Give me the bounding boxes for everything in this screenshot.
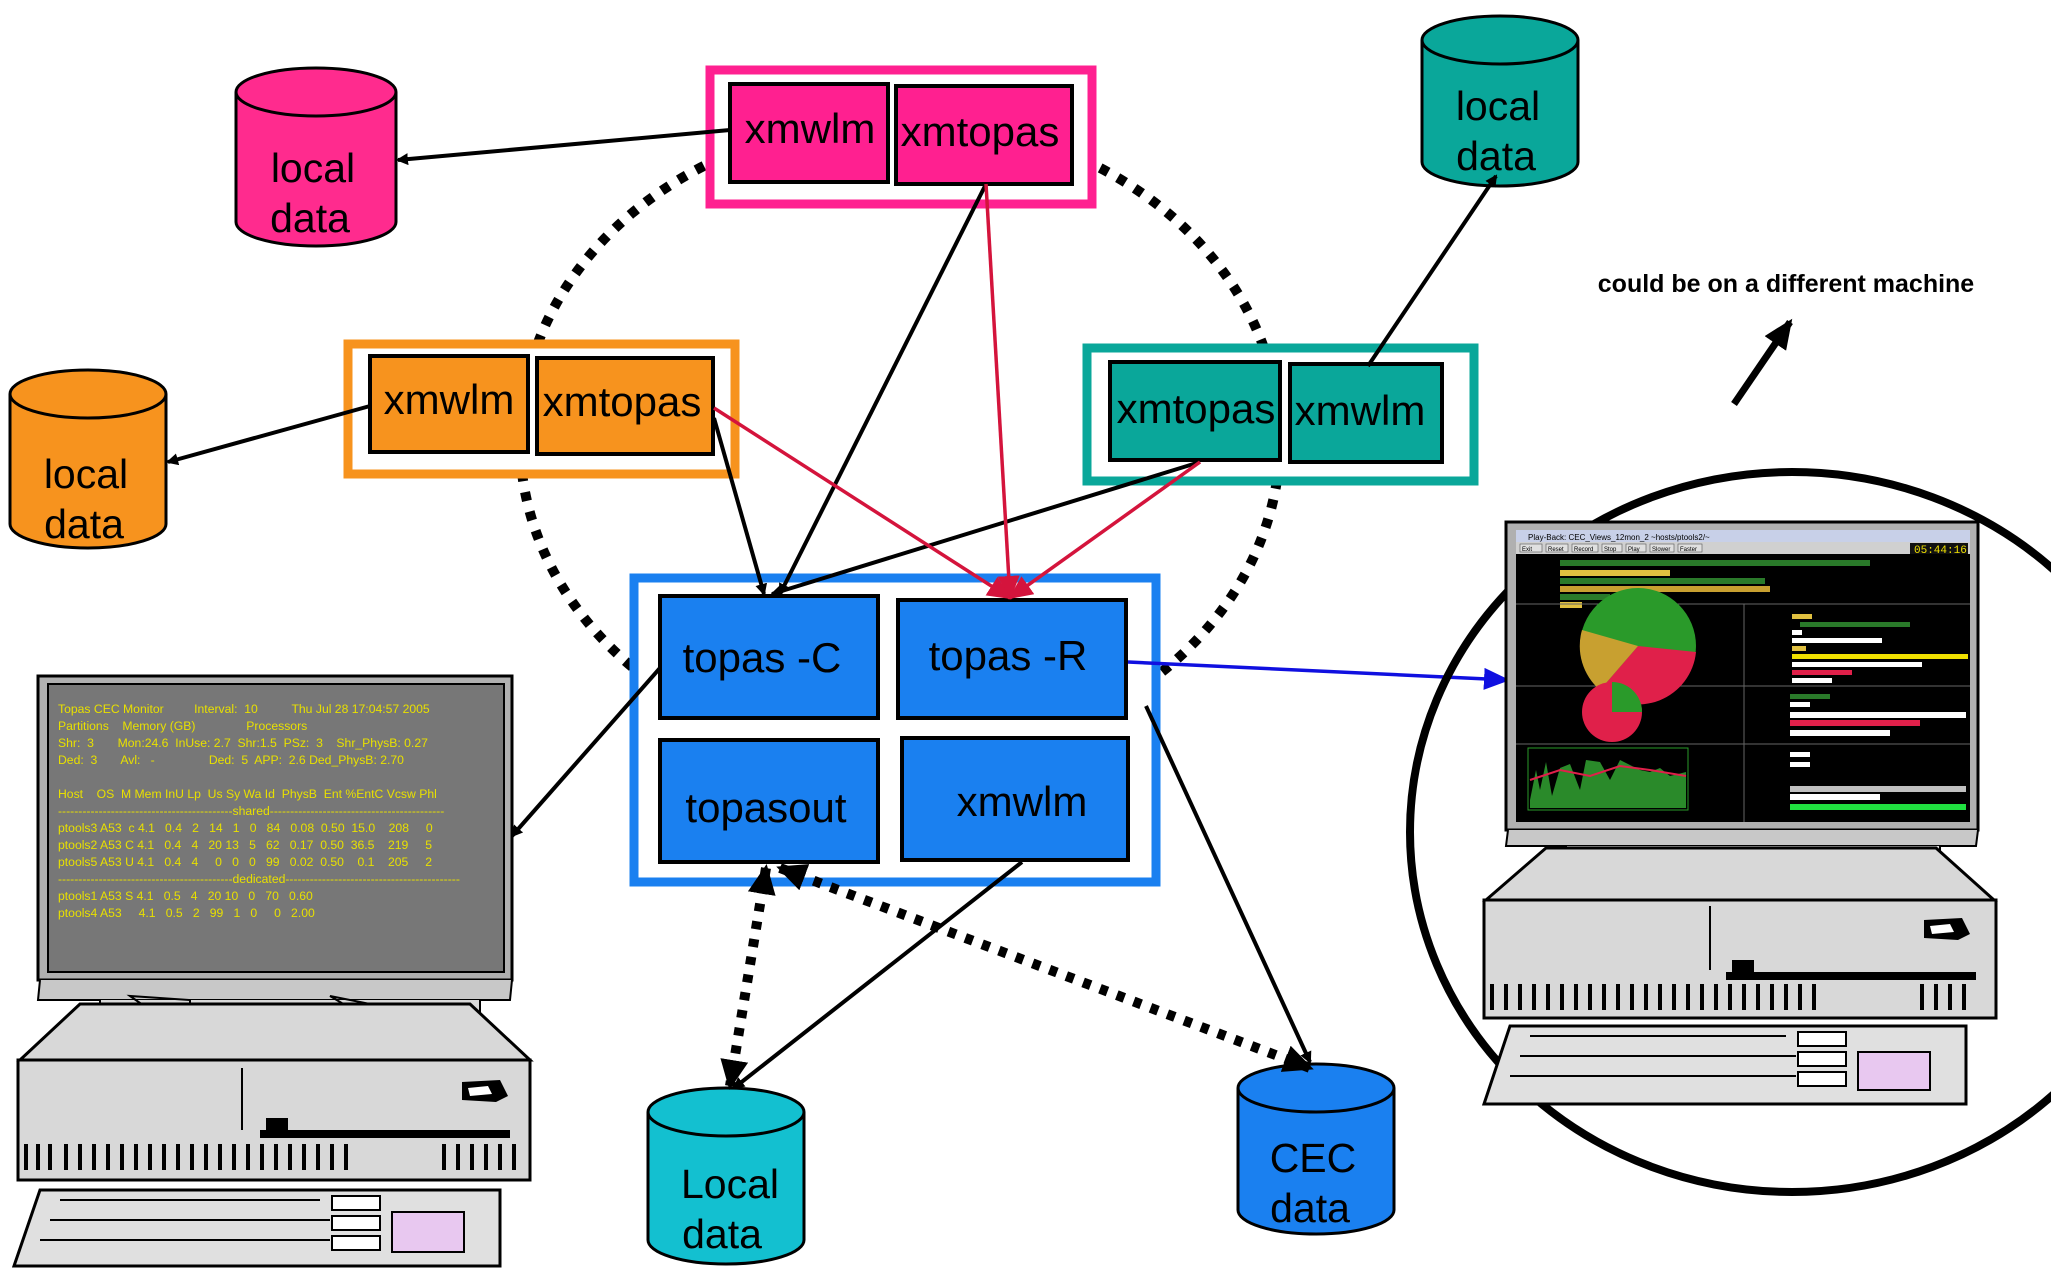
cylinder-local-data: Local data <box>646 1086 806 1266</box>
console-line: Ded: 3 Avl: - Ded: 5 APP: 2.6 Ded_PhysB:… <box>58 753 404 767</box>
topas-c-label: topas -C <box>683 634 842 681</box>
arrow-to-note <box>1731 318 1793 406</box>
arrow-topas-r-to-cec-data <box>1144 705 1312 1064</box>
cylinder-pink-line2: data <box>270 195 350 241</box>
teal-xmtopas-label: xmtopas <box>1117 385 1276 432</box>
group-orange: xmwlm xmtopas <box>343 339 740 479</box>
svg-text:Stop: Stop <box>1604 547 1617 553</box>
cylinder-teal-local-data: local data <box>1420 14 1580 188</box>
arrow-topas-c-to-console <box>510 666 662 838</box>
console-line: Shr: 3 Mon:24.6 InUse: 2.7 Shr:1.5 PSz: … <box>58 736 428 750</box>
svg-text:Reset: Reset <box>1548 547 1564 553</box>
arrow-pink-to-topas-c <box>778 183 988 596</box>
cylinder-local-line1: Local <box>681 1161 779 1207</box>
svg-text:Exit: Exit <box>1522 547 1532 553</box>
pink-xmtopas-label: xmtopas <box>901 108 1060 155</box>
svg-text:Faster: Faster <box>1680 547 1697 553</box>
arrow-xmwlm-to-local-data <box>732 860 1024 1090</box>
arrow-orange-to-topas-c <box>712 417 768 596</box>
pink-xmwlm-label: xmwlm <box>745 105 876 152</box>
gui-right-bars <box>1790 614 1968 810</box>
console-line: ptools2 A53 C 4.1 0.4 4 20 13 5 62 0.17 … <box>58 838 432 852</box>
cylinder-teal-line2: data <box>1456 133 1536 179</box>
cylinder-cec-data: CEC data <box>1236 1062 1396 1236</box>
console-line: Topas CEC Monitor Interval: 10 Thu Jul 2… <box>58 702 430 716</box>
orange-xmtopas-label: xmtopas <box>543 378 702 425</box>
gui-title: Play-Back: CEC_Views_12mon_2 ~hosts/ptoo… <box>1528 533 1710 542</box>
svg-text:Slower: Slower <box>1652 547 1670 553</box>
svg-text:Record: Record <box>1574 547 1593 553</box>
group-blue: topas -C topas -R topasout xmwlm <box>629 573 1161 887</box>
cylinder-orange-local-data: local data <box>8 368 168 550</box>
arrow-teal-to-local <box>1366 174 1498 368</box>
orange-xmwlm-label: xmwlm <box>384 376 515 423</box>
cylinder-pink-line1: local <box>271 145 355 191</box>
group-pink: xmwlm xmtopas <box>705 65 1097 209</box>
console-line: Host OS M Mem InU Lp Us Sy Wa Id PhysB E… <box>58 787 437 801</box>
arrow-teal-to-topas-r <box>1008 460 1202 600</box>
console-line: ----------------------------------------… <box>58 872 460 886</box>
cylinder-teal-line1: local <box>1456 83 1540 129</box>
arrow-orange-to-local <box>166 404 371 466</box>
group-teal: xmtopas xmwlm <box>1082 343 1479 486</box>
arrow-pink-to-local <box>396 128 731 166</box>
cylinder-cec-line1: CEC <box>1270 1135 1357 1181</box>
cylinder-local-line2: data <box>682 1211 762 1257</box>
remote-computer: Play-Back: CEC_Views_12mon_2 ~hosts/ptoo… <box>1481 520 1998 1106</box>
note-different-machine: could be on a different machine <box>1598 270 1975 298</box>
console-line: ptools4 A53 4.1 0.5 2 99 1 0 0 2.00 <box>58 906 315 920</box>
topas-r-label: topas -R <box>929 632 1088 679</box>
blue-xmwlm-label: xmwlm <box>957 778 1088 825</box>
console-screen-text: Topas CEC Monitor Interval: 10 Thu Jul 2… <box>58 702 460 920</box>
topasout-label: topasout <box>685 784 846 831</box>
remote-machine-outline <box>1406 468 2051 1196</box>
cylinder-cec-line2: data <box>1270 1185 1350 1231</box>
gui-summary-bars <box>1560 560 1870 608</box>
arrow-pink-to-topas-r <box>984 183 1020 600</box>
cylinder-orange-line1: local <box>44 451 128 497</box>
console-line: Partitions Memory (GB) Processors <box>58 719 307 733</box>
dotted-arrow-topasout-local <box>720 864 776 1090</box>
teal-xmwlm-label: xmwlm <box>1295 387 1426 434</box>
console-line: ptools5 A53 U 4.1 0.4 4 0 0 0 99 0.02 0.… <box>58 855 432 869</box>
gui-time: 05:44:16 <box>1914 545 1967 557</box>
arrow-orange-to-topas-r <box>713 406 1012 600</box>
svg-text:Play: Play <box>1628 547 1640 553</box>
console-computer <box>11 674 534 1268</box>
gui-toolbar: Exit Reset Record Stop Play Slower Faste… <box>1519 543 1703 553</box>
console-line: ----------------------------------------… <box>58 804 444 818</box>
cylinder-pink-local-data: local data <box>234 66 398 248</box>
arrow-teal-to-topas-c <box>770 460 1201 597</box>
cylinder-orange-line2: data <box>44 501 124 547</box>
console-line: ptools3 A53 c 4.1 0.4 2 14 1 0 84 0.08 0… <box>58 821 433 835</box>
console-line: ptools1 A53 S 4.1 0.5 4 20 10 0 70 0.60 <box>58 889 313 903</box>
dotted-arrow-topasout-cec <box>776 863 1314 1073</box>
console-vent <box>24 1144 516 1170</box>
